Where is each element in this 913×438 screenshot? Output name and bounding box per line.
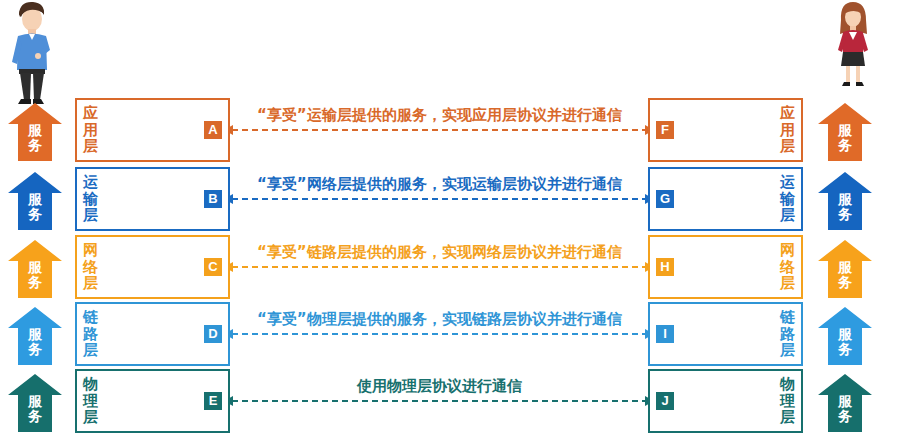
service-text: 服务 bbox=[28, 394, 42, 425]
layer-box: 应用层 A bbox=[75, 98, 230, 162]
arrow-fill bbox=[8, 240, 62, 298]
service-arrow: 服务 bbox=[8, 172, 62, 230]
connector-group bbox=[224, 262, 654, 272]
layer-name: 物理层 bbox=[83, 376, 98, 426]
layer-box: 物理层 J bbox=[648, 369, 803, 433]
letter-text: B bbox=[204, 190, 222, 208]
layer-name: 链路层 bbox=[780, 309, 795, 359]
letter-text: G bbox=[656, 190, 674, 208]
arrow-fill bbox=[818, 103, 872, 161]
layer-name: 网络层 bbox=[780, 242, 795, 292]
service-text: 服务 bbox=[838, 192, 852, 223]
arrow-fill bbox=[8, 172, 62, 230]
arrow-fill bbox=[8, 103, 62, 161]
connector-group bbox=[224, 194, 654, 204]
service-text: 服务 bbox=[28, 123, 42, 154]
dashed-connector bbox=[232, 266, 646, 268]
connector-group bbox=[224, 396, 654, 406]
letter-text: D bbox=[204, 325, 222, 343]
service-text: 服务 bbox=[28, 192, 42, 223]
service-arrow: 服务 bbox=[818, 307, 872, 365]
service-arrow: 服务 bbox=[8, 307, 62, 365]
letter-text: H bbox=[656, 258, 674, 276]
service-arrow: 服务 bbox=[8, 374, 62, 432]
layer-box: 网络层 H bbox=[648, 235, 803, 299]
letter-tag: C bbox=[204, 258, 222, 276]
layer-name: 物理层 bbox=[780, 376, 795, 426]
dashed-connector bbox=[232, 198, 646, 200]
layer-name: 应用层 bbox=[83, 105, 98, 155]
layer-name: 链路层 bbox=[83, 309, 98, 359]
letter-tag: E bbox=[204, 392, 222, 410]
service-text: 服务 bbox=[838, 327, 852, 358]
service-text: 服务 bbox=[28, 260, 42, 291]
layer-box: 链路层 I bbox=[648, 302, 803, 366]
edge-label: “享受”链路层提供的服务，实现网络层协议并进行通信 bbox=[254, 243, 625, 262]
service-text: 服务 bbox=[838, 394, 852, 425]
service-text: 服务 bbox=[838, 260, 852, 291]
service-arrow: 服务 bbox=[818, 103, 872, 161]
man-figure bbox=[12, 2, 50, 104]
letter-text: F bbox=[656, 121, 674, 139]
letter-tag: H bbox=[656, 258, 674, 276]
layer-box: 链路层 D bbox=[75, 302, 230, 366]
service-text: 服务 bbox=[838, 123, 852, 154]
edge-label: “享受”网络层提供的服务，实现运输层协议并进行通信 bbox=[254, 175, 625, 194]
arrow-fill bbox=[8, 307, 62, 365]
letter-tag: G bbox=[656, 190, 674, 208]
dashed-connector bbox=[232, 400, 646, 402]
letter-tag: D bbox=[204, 325, 222, 343]
letter-text: E bbox=[204, 392, 222, 410]
arrow-fill bbox=[818, 374, 872, 432]
layer-name: 运输层 bbox=[780, 174, 795, 224]
service-arrow: 服务 bbox=[8, 240, 62, 298]
letter-text: A bbox=[204, 121, 222, 139]
edge-label: “享受”运输层提供的服务，实现应用层协议并进行通信 bbox=[254, 106, 625, 125]
letter-tag: A bbox=[204, 121, 222, 139]
dashed-connector bbox=[232, 333, 646, 335]
service-arrow: 服务 bbox=[8, 103, 62, 161]
letter-text: I bbox=[656, 325, 674, 343]
layer-box: 运输层 G bbox=[648, 167, 803, 231]
dashed-connector bbox=[232, 129, 646, 131]
arrow-fill bbox=[818, 172, 872, 230]
letter-tag: B bbox=[204, 190, 222, 208]
letter-tag: I bbox=[656, 325, 674, 343]
letter-text: J bbox=[656, 392, 674, 410]
layer-box: 网络层 C bbox=[75, 235, 230, 299]
arrow-fill bbox=[818, 307, 872, 365]
service-arrow: 服务 bbox=[818, 374, 872, 432]
letter-tag: F bbox=[656, 121, 674, 139]
arrow-fill bbox=[8, 374, 62, 432]
layer-name: 运输层 bbox=[83, 174, 98, 224]
layer-box: 物理层 E bbox=[75, 369, 230, 433]
layer-box: 运输层 B bbox=[75, 167, 230, 231]
layer-name: 应用层 bbox=[780, 105, 795, 155]
connector-group bbox=[224, 125, 654, 135]
service-text: 服务 bbox=[28, 327, 42, 358]
woman-figure bbox=[838, 2, 868, 86]
letter-text: C bbox=[204, 258, 222, 276]
edge-label: 使用物理层协议进行通信 bbox=[354, 377, 525, 396]
layer-box: 应用层 F bbox=[648, 98, 803, 162]
arrow-fill bbox=[818, 240, 872, 298]
connector-group bbox=[224, 329, 654, 339]
layer-name: 网络层 bbox=[83, 242, 98, 292]
edge-label: “享受”物理层提供的服务，实现链路层协议并进行通信 bbox=[254, 310, 625, 329]
letter-tag: J bbox=[656, 392, 674, 410]
service-arrow: 服务 bbox=[818, 172, 872, 230]
service-arrow: 服务 bbox=[818, 240, 872, 298]
